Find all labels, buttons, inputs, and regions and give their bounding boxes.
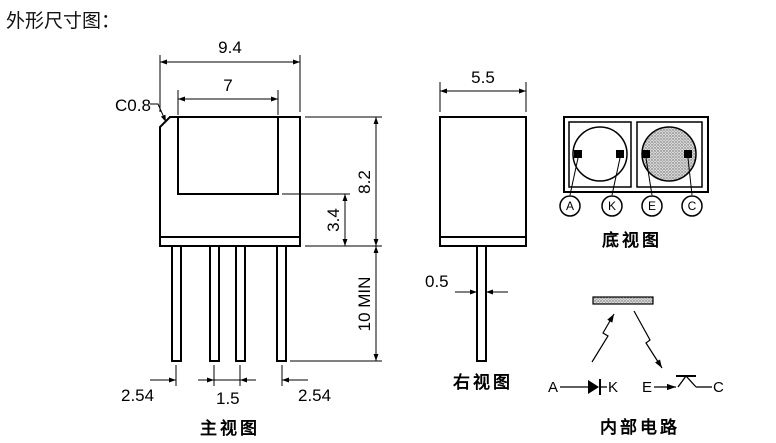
pin-c-label: C <box>688 199 697 213</box>
front-slot <box>177 116 279 195</box>
pin-e-marker <box>641 195 663 217</box>
chamfer-leader <box>150 103 167 123</box>
emit-light-arrow <box>591 313 615 363</box>
dim-pitch-left-label: 2.54 <box>121 386 154 405</box>
front-view: 9.4 7 C0.8 8.2 3.4 10 MIN 2.54 1.5 <box>115 38 382 439</box>
bottom-view: A K E C 底视图 <box>559 116 709 251</box>
circuit-caption: 内部电路 <box>600 417 680 438</box>
side-lead <box>476 245 487 362</box>
pin-e-label: E <box>648 199 656 213</box>
dim-height-label: 8.2 <box>355 170 374 194</box>
dim-slot-label: 7 <box>223 76 232 95</box>
circuit-e-label: E <box>642 379 652 396</box>
dim-lead-label: 10 MIN <box>355 277 374 332</box>
side-body <box>439 116 527 247</box>
circuit-a-label: A <box>548 379 558 396</box>
pin-k-label: K <box>608 199 616 213</box>
pad-e <box>642 150 650 158</box>
dim-slot-depth-label: 3.4 <box>324 208 343 232</box>
bottom-view-caption: 底视图 <box>602 230 662 251</box>
bottom-cell-right <box>636 121 703 188</box>
led-triangle <box>588 380 599 394</box>
internal-circuit: A K E C 内部电路 <box>548 296 724 438</box>
circuit-k-label: K <box>608 379 618 396</box>
pin-k-marker <box>601 195 623 217</box>
pin-c-marker <box>681 195 703 217</box>
led-window <box>572 126 628 182</box>
dim-side-lead-label: 0.5 <box>425 272 449 291</box>
dim-width-label: 9.4 <box>218 38 242 57</box>
chamfer-label: C0.8 <box>115 96 151 115</box>
pad-k <box>616 150 624 158</box>
lead-3 <box>235 245 246 362</box>
side-view: 5.5 0.5 右视图 <box>425 68 527 393</box>
dim-pitch-mid-label: 1.5 <box>216 389 240 408</box>
pin-a-marker <box>559 195 581 217</box>
side-view-caption: 右视图 <box>453 372 513 393</box>
receive-light-arrow <box>633 310 663 369</box>
pin-a-label: A <box>566 199 574 213</box>
bottom-cell-left <box>568 121 632 188</box>
slot-shutter <box>592 296 654 305</box>
front-view-caption: 主视图 <box>200 418 260 439</box>
page-heading: 外形尺寸图： <box>6 10 121 32</box>
bottom-frame <box>563 116 709 193</box>
dim-pitch-right-label: 2.54 <box>298 386 331 405</box>
pad-a <box>574 150 582 158</box>
circuit-c-label: C <box>713 379 724 396</box>
pad-c <box>684 150 692 158</box>
dim-side-width-label: 5.5 <box>471 68 495 87</box>
lead-2 <box>209 245 220 362</box>
lead-4 <box>276 245 287 362</box>
lead-1 <box>171 245 182 362</box>
